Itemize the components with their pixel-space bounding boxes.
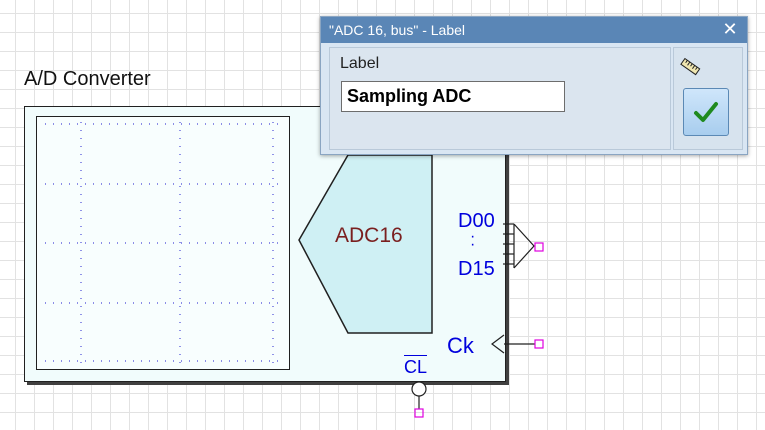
cl-inverter-bubble — [411, 381, 427, 397]
dialog-titlebar[interactable]: "ADC 16, bus" - Label ✕ — [321, 17, 747, 43]
cl-connector — [414, 408, 424, 418]
ck-pin — [491, 334, 535, 354]
display-dot-grid — [45, 122, 285, 366]
dialog-title: "ADC 16, bus" - Label — [329, 22, 466, 38]
label-dialog: "ADC 16, bus" - Label ✕ Label — [320, 16, 748, 155]
pin-label-d00: D00 — [458, 210, 495, 232]
ruler-icon[interactable] — [679, 57, 701, 77]
ck-connector — [534, 339, 544, 349]
pin-label-cl: CL — [404, 355, 428, 377]
label-field-label: Label — [340, 55, 380, 72]
pin-label-dots: ·· — [470, 228, 476, 253]
display-area — [36, 116, 290, 370]
checkmark-icon — [694, 102, 718, 122]
adc-block — [298, 154, 433, 334]
bus-connector — [534, 242, 544, 252]
component-title: A/D Converter — [24, 68, 151, 90]
close-icon[interactable]: ✕ — [722, 19, 738, 39]
ok-button[interactable] — [683, 88, 729, 136]
adc-block-label: ADC16 — [335, 224, 403, 247]
pin-label-d15: D15 — [458, 258, 495, 280]
bus-pins — [503, 223, 535, 269]
pin-label-ck: Ck — [447, 333, 474, 358]
label-input[interactable] — [341, 81, 565, 112]
